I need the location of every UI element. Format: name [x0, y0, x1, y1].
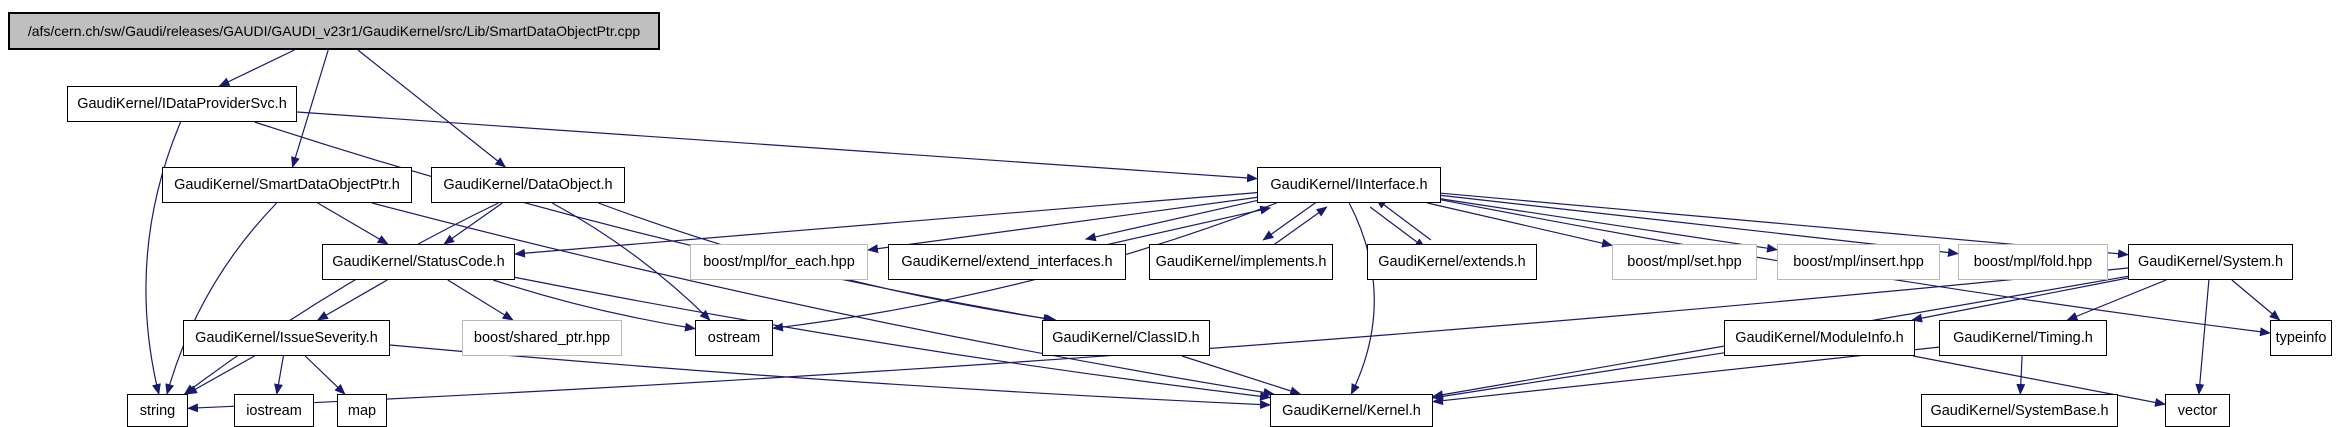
node-map[interactable]: map: [337, 394, 387, 427]
edge-iinterface-to-kernel: [1348, 202, 1375, 395]
node-systembase[interactable]: GaudiKernel/SystemBase.h: [1921, 394, 2118, 427]
edge-smartdataobjectptr-to-string: [165, 202, 278, 395]
edge-iinterface-to-mpl_insert: [1440, 198, 1778, 253]
edge-system-to-moduleinfo: [1911, 277, 2129, 323]
node-mpl_insert: boost/mpl/insert.hpp: [1777, 244, 1940, 280]
edge-statuscode-to-shared_ptr: [447, 279, 514, 321]
edge-dataobject-to-statuscode: [443, 202, 503, 245]
node-cpp[interactable]: /afs/cern.ch/sw/Gaudi/releases/GAUDI/GAU…: [8, 12, 660, 50]
edge-statuscode-to-ostream: [493, 279, 696, 332]
node-typeinfo[interactable]: typeinfo: [2270, 320, 2332, 356]
edge-moduleinfo-to-vector: [1913, 355, 2166, 407]
node-idataprovidersvc[interactable]: GaudiKernel/IDataProviderSvc.h: [67, 86, 297, 122]
edge-iinterface-to-for_each: [867, 196, 1258, 254]
edge-issueseverity-to-iostream: [274, 355, 284, 395]
edge-smartdataobjectptr-to-kernel: [371, 202, 1275, 397]
edge-extends-to-iinterface: [1375, 198, 1432, 241]
node-classid[interactable]: GaudiKernel/ClassID.h: [1042, 320, 1210, 356]
edge-timing-to-systembase: [2016, 355, 2026, 395]
node-timing[interactable]: GaudiKernel/Timing.h: [1939, 320, 2107, 356]
edge-iinterface-to-ostream: [772, 202, 1277, 332]
edge-dataobject-to-string: [183, 202, 499, 395]
node-dataobject[interactable]: GaudiKernel/DataObject.h: [431, 167, 625, 203]
edge-idataprovidersvc-to-string: [145, 121, 182, 395]
node-ostream[interactable]: ostream: [695, 320, 773, 356]
node-iostream[interactable]: iostream: [234, 394, 314, 427]
edge-cpp-to-smartdataobjectptr: [291, 49, 329, 168]
edge-iinterface-to-mpl_set: [1427, 202, 1613, 248]
node-mpl_fold: boost/mpl/fold.hpp: [1958, 244, 2108, 280]
edge-idataprovidersvc-to-classid: [254, 121, 1055, 323]
edge-implements-to-iinterface: [1268, 206, 1328, 249]
node-system[interactable]: GaudiKernel/System.h: [2128, 244, 2293, 280]
edge-smartdataobjectptr-to-statuscode: [317, 202, 389, 245]
node-statuscode[interactable]: GaudiKernel/StatusCode.h: [322, 244, 515, 280]
edge-dataobject-to-ostream: [551, 202, 711, 321]
edge-statuscode-to-kernel: [514, 276, 1271, 401]
edge-system-to-timing: [2066, 279, 2167, 321]
node-mpl_set: boost/mpl/set.hpp: [1612, 244, 1757, 280]
edge-cpp-to-idataprovidersvc: [218, 49, 295, 87]
edge-classid-to-kernel: [1181, 355, 1302, 396]
edge-issueseverity-to-map: [304, 355, 346, 395]
node-string[interactable]: string: [127, 394, 188, 427]
edge-iinterface-to-extend_interfaces: [1084, 197, 1269, 242]
edge-statuscode-to-issueseverity: [316, 279, 388, 321]
edge-extend_interfaces-to-iinterface: [1087, 205, 1272, 250]
edge-issueseverity-to-string: [186, 355, 255, 395]
edge-cpp-to-dataobject: [357, 49, 507, 168]
node-kernel[interactable]: GaudiKernel/Kernel.h: [1270, 394, 1433, 427]
node-iinterface[interactable]: GaudiKernel/IInterface.h: [1257, 167, 1441, 203]
edge-system-to-typeinfo: [2231, 279, 2281, 321]
edge-iinterface-to-extends: [1369, 206, 1426, 249]
node-extend_interfaces[interactable]: GaudiKernel/extend_interfaces.h: [888, 244, 1126, 280]
edge-iinterface-to-statuscode: [514, 192, 1258, 258]
node-vector[interactable]: vector: [2165, 394, 2230, 427]
node-issueseverity[interactable]: GaudiKernel/IssueSeverity.h: [183, 320, 390, 356]
edge-moduleinfo-to-kernel: [1432, 352, 1725, 401]
node-shared_ptr: boost/shared_ptr.hpp: [462, 320, 622, 356]
node-moduleinfo[interactable]: GaudiKernel/ModuleInfo.h: [1724, 320, 1915, 356]
edge-system-to-vector: [2195, 279, 2210, 395]
edge-issueseverity-to-kernel: [389, 344, 1271, 410]
node-implements[interactable]: GaudiKernel/implements.h: [1149, 244, 1333, 280]
node-for_each: boost/mpl/for_each.hpp: [690, 244, 868, 280]
edge-idataprovidersvc-to-iinterface: [296, 111, 1258, 183]
node-extends[interactable]: GaudiKernel/extends.h: [1367, 244, 1537, 280]
node-smartdataobjectptr[interactable]: GaudiKernel/SmartDataObjectPtr.h: [162, 167, 412, 203]
